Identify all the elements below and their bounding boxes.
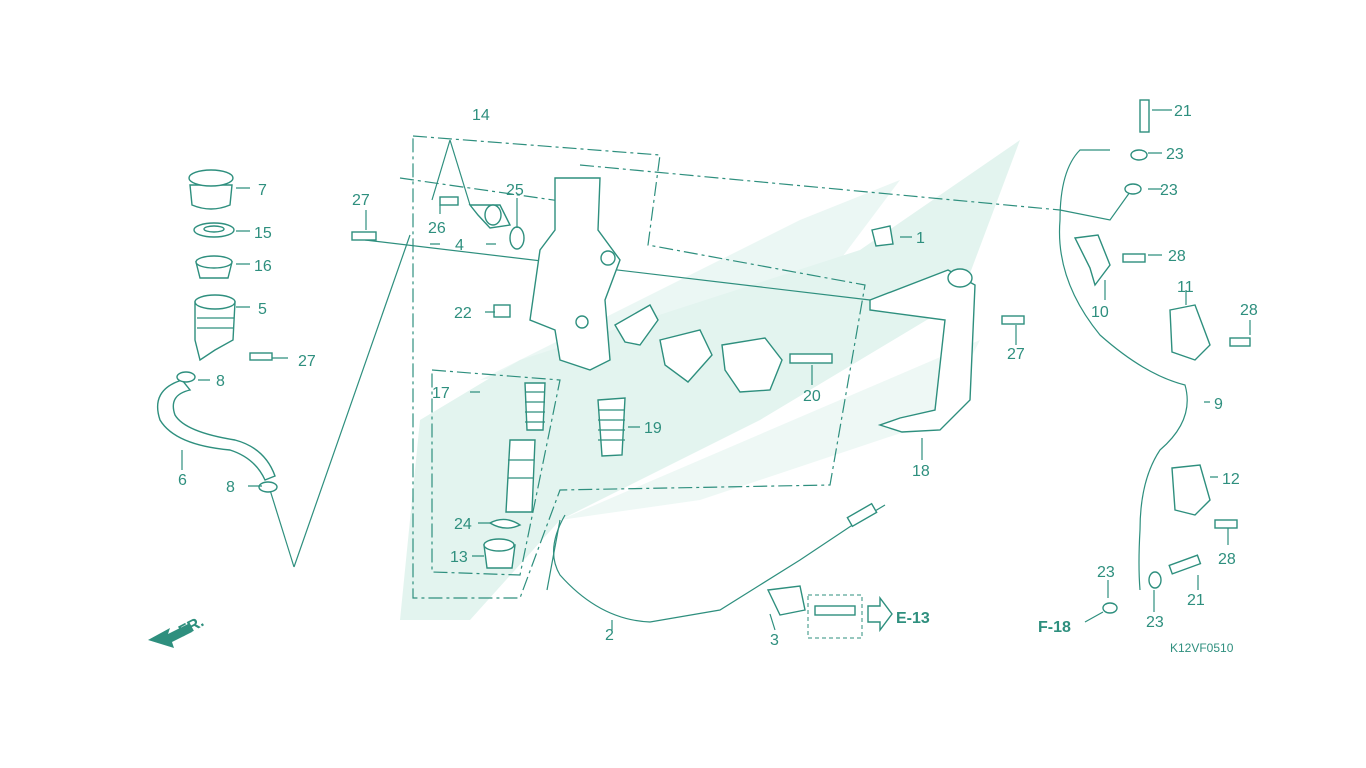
label-27-right: 27: [1007, 346, 1025, 363]
arrow-to-e13: [867, 595, 893, 633]
diaphragm-plate: [193, 222, 235, 238]
label-28-mid: 28: [1240, 302, 1258, 319]
label-3: 3: [770, 632, 779, 649]
reservoir-hose: [156, 379, 276, 481]
label-2: 2: [605, 627, 614, 644]
bleeder-screw: [493, 304, 511, 318]
master-cylinder-body: [529, 177, 621, 371]
piston-spring: [524, 382, 546, 431]
label-14: 14: [472, 107, 490, 124]
diagram-code: K12VF0510: [1170, 641, 1234, 655]
label-28-lower: 28: [1218, 551, 1236, 568]
holder-bolt: [814, 605, 856, 616]
o-ring: [509, 226, 525, 250]
label-16: 16: [254, 258, 272, 275]
clutch-cable: [552, 502, 886, 623]
label-23-d: 23: [1146, 614, 1164, 631]
label-21-lower: 21: [1187, 592, 1205, 609]
bracket-12: [1171, 464, 1211, 516]
diaphragm: [195, 255, 233, 279]
label-22: 22: [454, 305, 472, 322]
label-13: 13: [450, 549, 468, 566]
hose-bolt-lower: [1168, 554, 1202, 575]
pivot-bolt: [789, 353, 833, 364]
label-10: 10: [1091, 304, 1109, 321]
bracket-11: [1169, 304, 1211, 361]
reservoir-bolt: [249, 352, 273, 361]
clip-part: [871, 225, 894, 247]
label-24: 24: [454, 516, 472, 533]
label-1: 1: [916, 230, 925, 247]
label-19: 19: [644, 420, 662, 437]
label-17: 17: [432, 385, 450, 402]
cover-bolt: [1001, 315, 1025, 325]
circlip: [488, 518, 522, 529]
body-bolt: [351, 231, 377, 241]
washer-1: [1130, 149, 1148, 161]
bolt-28c: [1214, 519, 1238, 529]
label-15: 15: [254, 225, 272, 242]
cover-bracket: [869, 268, 976, 433]
reservoir-body: [194, 294, 236, 362]
label-8-lower: 8: [226, 479, 235, 496]
assembly-outlines: [399, 135, 1061, 639]
label-27-mid: 27: [352, 192, 370, 209]
label-23-a: 23: [1166, 146, 1184, 163]
hose-joint: [468, 204, 512, 229]
label-18: 18: [912, 463, 930, 480]
label-4: 4: [455, 237, 464, 254]
label-11: 11: [1177, 279, 1194, 296]
ref-f18[interactable]: F-18: [1038, 619, 1071, 636]
part-labels: 7 15 16 5 27 8 6 8 27 14 26 4 25 22 17 1…: [178, 103, 1258, 649]
label-26: 26: [428, 220, 446, 237]
linkage-arm: [614, 304, 659, 346]
linkage-lever: [659, 329, 713, 383]
label-7: 7: [258, 182, 267, 199]
label-23-b: 23: [1160, 182, 1178, 199]
clutch-hose: [1058, 149, 1188, 591]
label-8-upper: 8: [216, 373, 225, 390]
hose-bolt-upper: [1139, 99, 1150, 133]
washer-2: [1124, 183, 1142, 195]
hose-clip-upper: [176, 371, 196, 383]
label-20: 20: [803, 388, 821, 405]
bolt-28a: [1122, 253, 1146, 263]
release-lever: [721, 337, 783, 393]
label-25: 25: [506, 182, 524, 199]
washer-3: [1102, 602, 1118, 614]
dust-boot: [483, 538, 516, 569]
reservoir-cap: [188, 169, 234, 210]
label-6: 6: [178, 472, 187, 489]
ref-e13[interactable]: E-13: [896, 610, 930, 627]
label-23-c: 23: [1097, 564, 1115, 581]
label-21-upper: 21: [1174, 103, 1192, 120]
label-12: 12: [1222, 471, 1240, 488]
label-9: 9: [1214, 396, 1223, 413]
bolt-28b: [1229, 337, 1251, 347]
cable-holder: [766, 585, 806, 616]
label-5: 5: [258, 301, 267, 318]
front-arrow-icon: [148, 624, 192, 648]
label-27-left: 27: [298, 353, 316, 370]
washer-4: [1148, 571, 1162, 589]
hose-clamp-upper: [1073, 234, 1111, 287]
callout-lines: [181, 109, 1251, 631]
rod-boot: [597, 397, 626, 457]
joint-screw: [439, 196, 459, 206]
hose-clip-lower: [258, 481, 278, 493]
piston: [505, 439, 536, 513]
label-28-upper: 28: [1168, 248, 1186, 265]
